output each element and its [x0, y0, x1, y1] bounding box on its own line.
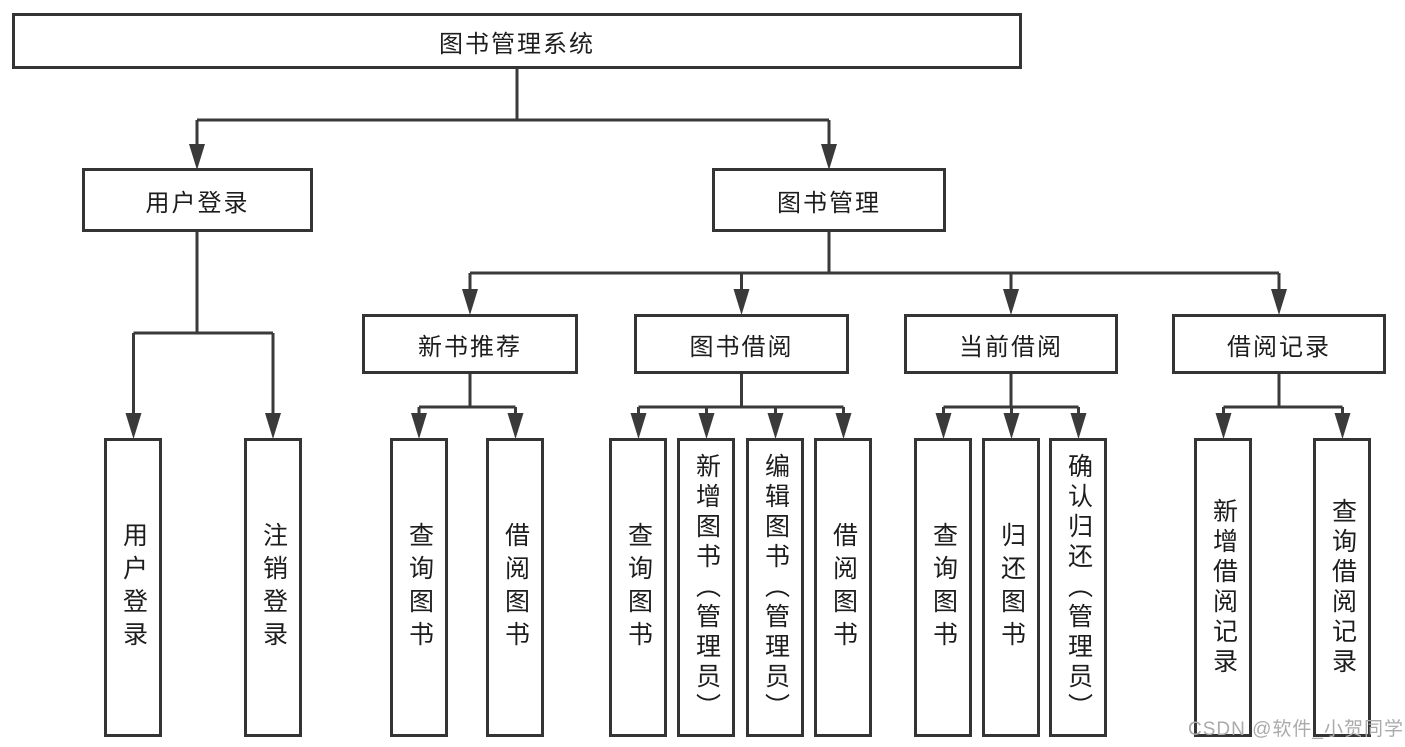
watermark: CSDN @软件_小贺同学 [1188, 719, 1404, 740]
node-book-management: 图书管理 [712, 168, 946, 232]
leaf-current-search-book: 查询图书 [914, 438, 972, 737]
node-new-book-recommend: 新书推荐 [362, 314, 578, 374]
node-user-login: 用户登录 [82, 168, 313, 232]
connector-recommend-to-leaves [411, 374, 524, 439]
leaf-records-search-record: 查询借阅记录 [1313, 438, 1371, 737]
leaf-current-return-book: 归还图书 [982, 438, 1040, 737]
node-current-borrow: 当前借阅 [904, 314, 1118, 374]
leaf-borrow-borrow-book: 借阅图书 [814, 438, 872, 737]
leaf-borrow-edit-book: 编辑图书（管理员） [746, 438, 804, 737]
leaf-borrow-add-book: 新增图书（管理员） [677, 438, 735, 737]
connector-bookmgmt-to-level2 [462, 232, 1287, 315]
node-root: 图书管理系统 [12, 13, 1022, 69]
leaf-recommend-borrow-book: 借阅图书 [486, 438, 544, 737]
leaf-user-login: 用户登录 [104, 438, 162, 737]
connector-records-to-leaves [1215, 374, 1351, 439]
leaf-borrow-search-book: 查询图书 [609, 438, 667, 737]
leaf-records-add-record: 新增借阅记录 [1194, 438, 1252, 737]
node-borrow-records: 借阅记录 [1172, 314, 1386, 374]
connector-borrow-to-leaves [630, 374, 852, 439]
connector-root-to-level1 [189, 69, 837, 170]
node-book-borrow: 图书借阅 [634, 314, 849, 374]
leaf-logout: 注销登录 [244, 438, 302, 737]
leaf-current-confirm-return: 确认归还（管理员） [1049, 438, 1107, 737]
leaf-recommend-search-book: 查询图书 [390, 438, 448, 737]
connector-current-to-leaves [935, 374, 1087, 439]
connector-userlogin-to-leaves [125, 232, 281, 439]
